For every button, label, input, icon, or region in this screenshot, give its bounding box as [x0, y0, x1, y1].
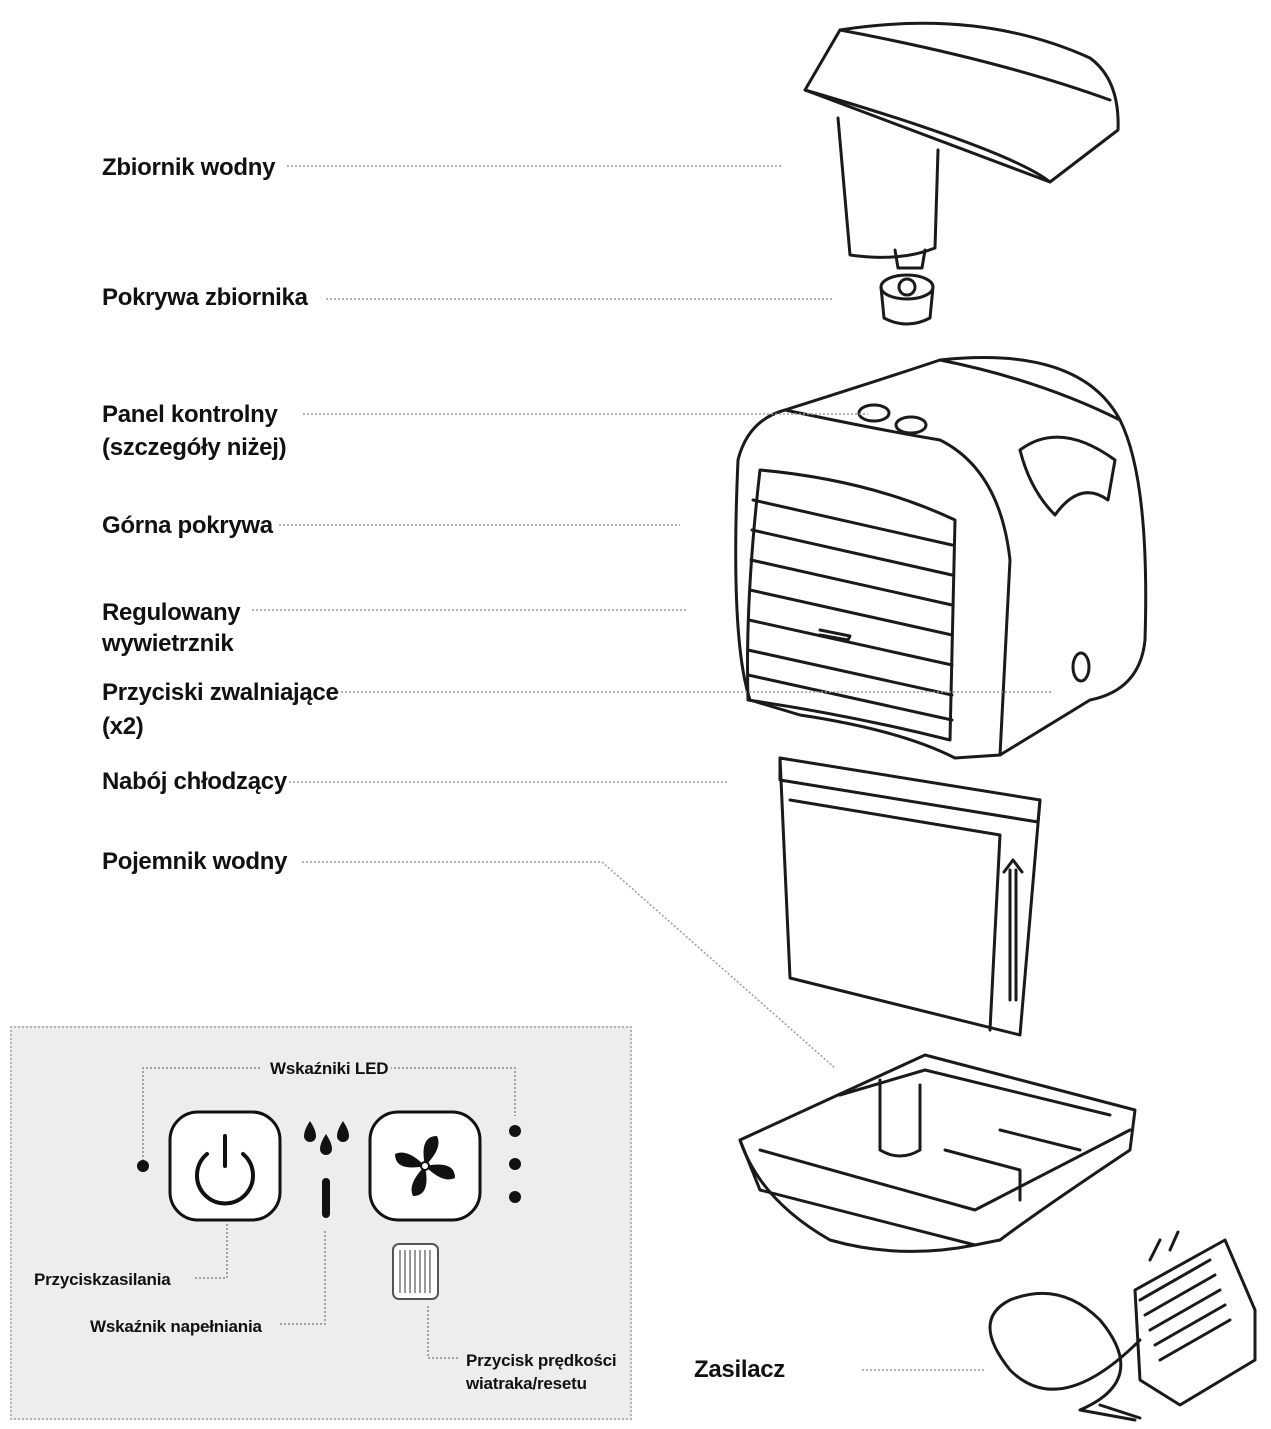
label-water-tank: Zbiornik wodny — [102, 154, 276, 181]
led-dot-power — [137, 1160, 149, 1172]
label-top-cover: Górna pokrywa — [102, 512, 273, 539]
label-vent-line2: wywietrznik — [102, 630, 234, 657]
label-led-indicators: Wskaźniki LED — [267, 1058, 392, 1080]
fan-button-art — [368, 1110, 482, 1222]
label-power-supply: Zasilacz — [694, 1356, 785, 1383]
label-release-buttons: Przyciski zwalniające — [102, 679, 339, 706]
label-tank-cap: Pokrywa zbiornika — [102, 284, 308, 311]
label-cartridge: Nabój chłodzący — [102, 768, 287, 795]
cooling-cartridge-illustration — [778, 756, 1042, 1037]
label-vent-line1: Regulowany — [102, 599, 241, 626]
tank-cap-illustration — [879, 273, 935, 326]
label-control-panel: Panel kontrolny — [102, 401, 278, 428]
leader-lines — [252, 165, 1052, 1371]
water-tank-illustration — [803, 21, 1120, 270]
control-panel-art — [137, 1067, 521, 1359]
power-button-art — [168, 1110, 282, 1222]
label-fan-button-line2: wiatraka/resetu — [466, 1374, 587, 1393]
label-fan-button-line1: Przycisk prędkości — [466, 1351, 617, 1370]
power-supply-illustration — [988, 1230, 1257, 1422]
water-drops-art — [304, 1121, 349, 1218]
label-release-count: (x2) — [102, 713, 144, 740]
filter-pad-art — [392, 1243, 439, 1300]
label-fill-indicator: Wskaźnik napełniania — [90, 1317, 262, 1336]
label-control-panel-note: (szczegóły niżej) — [102, 434, 287, 461]
label-power-button: Przyciskzasilania — [34, 1270, 171, 1289]
control-panel-detail: Wskaźniki LED Przyciskzasilania Wskaźnik… — [10, 1026, 632, 1420]
label-water-container: Pojemnik wodny — [102, 848, 288, 875]
water-container-illustration — [738, 1053, 1137, 1253]
main-unit-illustration — [734, 356, 1148, 760]
